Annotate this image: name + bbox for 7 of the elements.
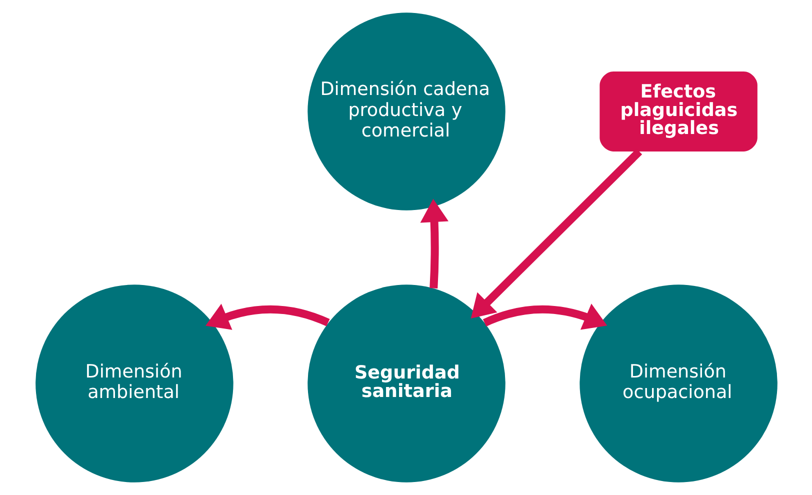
node-box: Efectos plaguicidas ilegales: [599, 71, 757, 152]
arrow: [470, 148, 642, 319]
node-circle: Dimensión cadena productiva y comercial: [307, 12, 505, 210]
arrow: [205, 304, 330, 330]
arrow: [420, 198, 448, 288]
arrow: [482, 304, 607, 330]
node-circle: Seguridad sanitaria: [307, 284, 505, 482]
